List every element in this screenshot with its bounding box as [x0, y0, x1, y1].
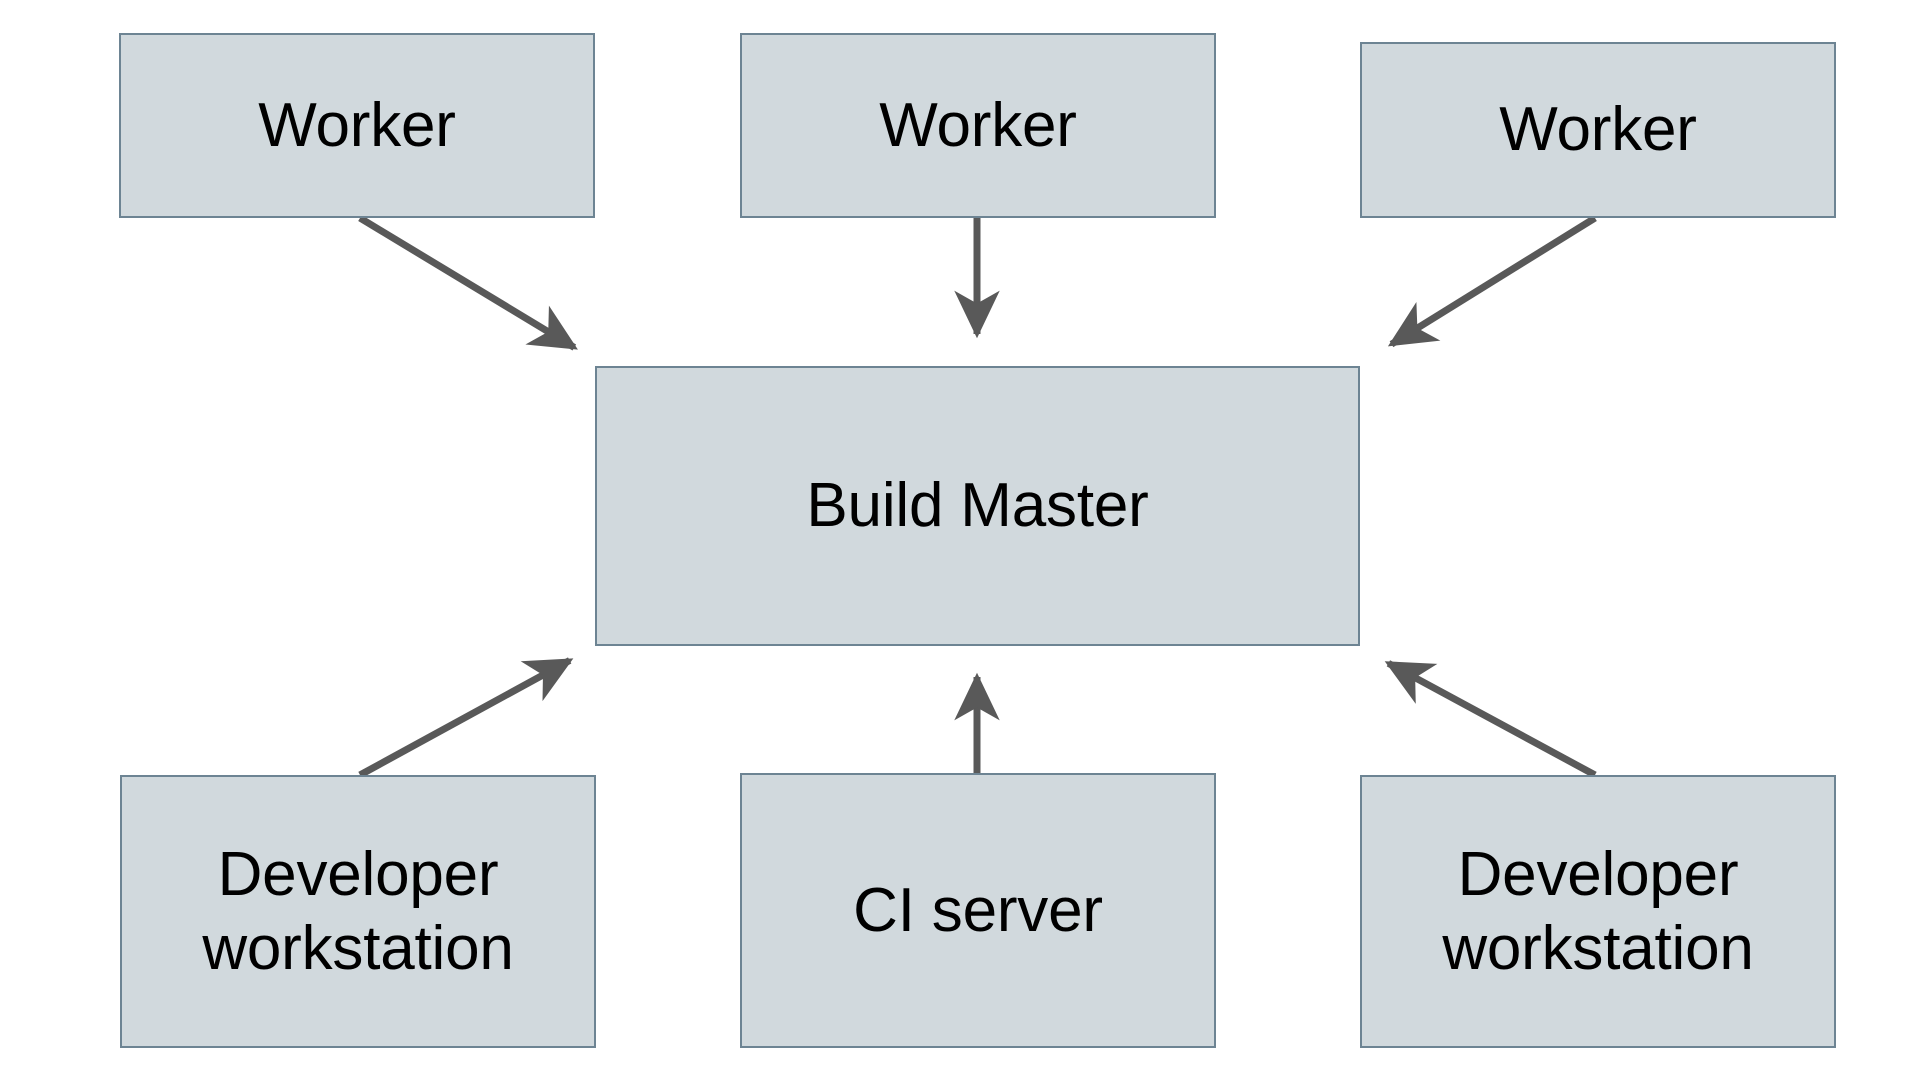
node-ci-server-label: CI server	[853, 875, 1103, 945]
node-worker-right-label: Worker	[1499, 95, 1697, 165]
node-build-master[interactable]: Build Master	[595, 366, 1360, 646]
node-build-master-label: Build Master	[806, 471, 1149, 541]
node-developer-workstation-left[interactable]: Developer workstation	[120, 775, 596, 1048]
node-worker-center[interactable]: Worker	[740, 33, 1216, 218]
node-worker-center-label: Worker	[879, 90, 1077, 160]
edge-worker-right-to-build-master	[1387, 215, 1597, 348]
node-developer-workstation-right[interactable]: Developer workstation	[1360, 775, 1836, 1048]
node-worker-left-label: Worker	[258, 90, 456, 160]
node-ci-server[interactable]: CI server	[740, 773, 1216, 1048]
edge-developer-workstation-left-to-build-master	[358, 657, 574, 779]
edge-developer-workstation-right-to-build-master	[1384, 660, 1597, 779]
node-developer-workstation-right-label: Developer workstation	[1442, 840, 1754, 983]
node-developer-workstation-left-label: Developer workstation	[202, 840, 514, 983]
node-worker-right[interactable]: Worker	[1360, 42, 1836, 218]
node-worker-left[interactable]: Worker	[119, 33, 595, 218]
edge-worker-left-to-build-master	[358, 215, 578, 351]
